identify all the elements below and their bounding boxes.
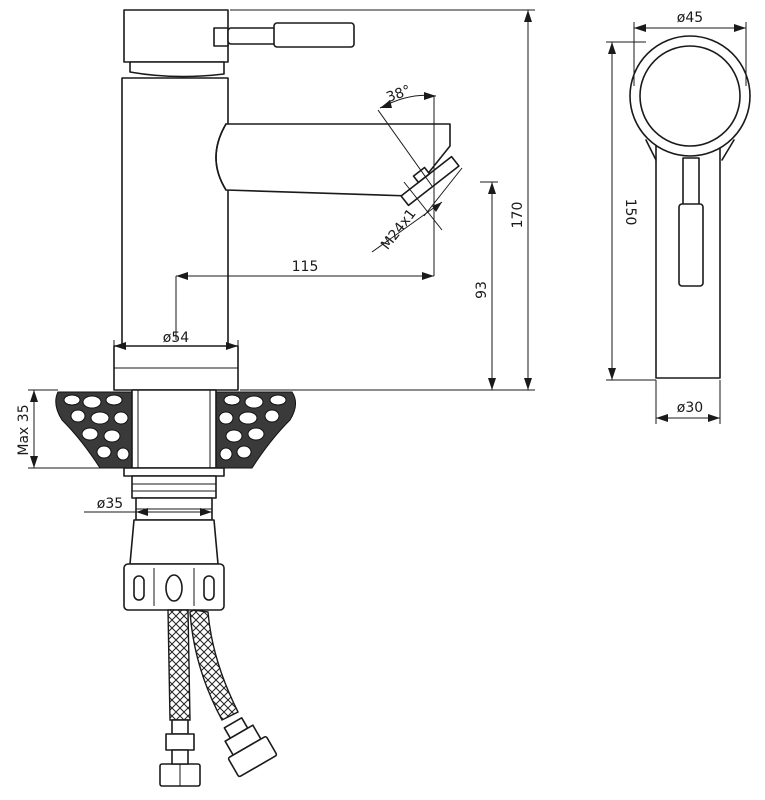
stone-pebbles-right xyxy=(218,394,287,461)
dim-body-diameter: ø54 xyxy=(113,330,239,354)
faucet-body xyxy=(121,77,229,369)
dim-115-label: 115 xyxy=(292,259,319,275)
dim-max35-label: Max 35 xyxy=(16,404,32,455)
dim-93-label: 93 xyxy=(474,281,490,299)
dim-shank-diameter: ø35 xyxy=(84,496,213,520)
dim-30-label: ø30 xyxy=(677,400,703,416)
mounting-shank xyxy=(123,389,225,565)
front-view: 170 93 115 38° xyxy=(16,9,535,787)
dim-max-thickness: Max 35 xyxy=(16,389,100,469)
dim-spout-reach: 115 xyxy=(175,96,435,340)
dim-total-height: 170 xyxy=(230,9,535,391)
dim-handle-length: 150 xyxy=(606,41,656,381)
dim-35-label: ø35 xyxy=(97,496,123,512)
mounting-nut xyxy=(123,563,225,611)
side-lever xyxy=(678,157,704,287)
countertop-section xyxy=(55,391,296,469)
dim-54-label: ø54 xyxy=(163,330,189,346)
dim-38-label: 38° xyxy=(384,82,413,106)
dim-150-label: 150 xyxy=(622,199,638,226)
dim-top-diameter: ø45 xyxy=(633,10,747,86)
stone-pebbles-left xyxy=(63,394,130,461)
dim-spout-height: 93 xyxy=(474,181,498,390)
side-view: ø45 150 ø30 xyxy=(606,10,751,424)
dim-45-label: ø45 xyxy=(677,10,703,26)
lever xyxy=(227,22,355,48)
side-cap-inner xyxy=(639,45,741,147)
spout xyxy=(215,123,460,207)
dim-handle-diameter: ø30 xyxy=(655,380,721,424)
dim-m24x1-label: M24x1 xyxy=(378,206,420,253)
handle-cap xyxy=(123,9,229,78)
dim-spout-angle: 38° xyxy=(377,82,437,187)
dim-170-label: 170 xyxy=(510,202,526,229)
supply-hoses xyxy=(159,609,278,787)
